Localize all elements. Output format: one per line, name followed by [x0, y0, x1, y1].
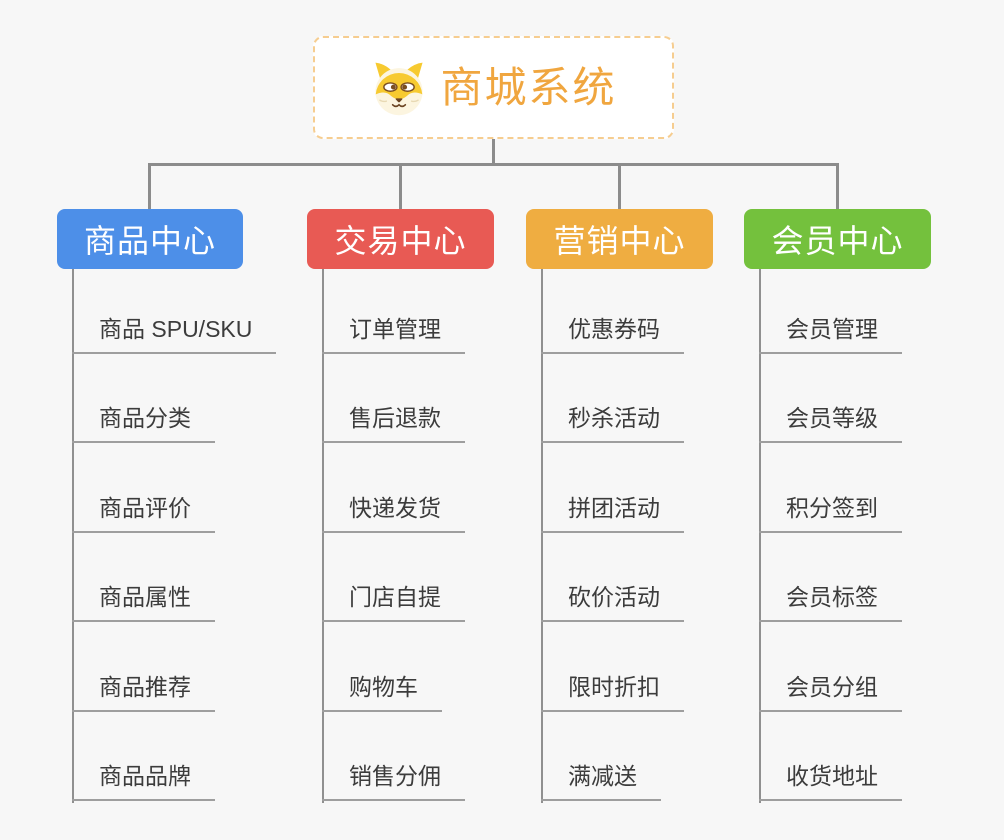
leaf-item-express-shipping[interactable]: 快递发货: [322, 495, 465, 533]
leaf-item-aftersale-refund[interactable]: 售后退款: [322, 405, 465, 443]
connector-drop-trade: [399, 165, 402, 209]
leaf-item-shopping-cart[interactable]: 购物车: [322, 674, 442, 712]
leaf-item-member-group[interactable]: 会员分组: [759, 674, 902, 712]
branch-product-center[interactable]: 商品中心: [57, 209, 243, 269]
leaf-item-spend-discount[interactable]: 满减送: [541, 763, 661, 801]
leaf-item-points-checkin[interactable]: 积分签到: [759, 495, 902, 533]
leaf-item-limited-time-discount[interactable]: 限时折扣: [541, 674, 684, 712]
leaf-item-member-management[interactable]: 会员管理: [759, 316, 902, 354]
branch-member-center[interactable]: 会员中心: [744, 209, 931, 269]
leaf-item-member-level[interactable]: 会员等级: [759, 405, 902, 443]
connector-drop-member: [836, 165, 839, 209]
leaf-item-sales-commission[interactable]: 销售分佣: [322, 763, 465, 801]
leaf-item-bargain-activity[interactable]: 砍价活动: [541, 584, 684, 622]
trunk-marketing: [541, 269, 543, 803]
root-title: 商城系统: [440, 63, 617, 111]
trunk-trade: [322, 269, 324, 803]
dog-face-icon: [370, 59, 428, 117]
connector-drop-marketing: [618, 165, 621, 209]
leaf-item-product-brand[interactable]: 商品品牌: [72, 763, 215, 801]
leaf-item-store-pickup[interactable]: 门店自提: [322, 584, 465, 622]
leaf-item-group-buy[interactable]: 拼团活动: [541, 495, 684, 533]
leaf-item-coupon-code[interactable]: 优惠券码: [541, 316, 684, 354]
leaf-item-product-attribute[interactable]: 商品属性: [72, 584, 215, 622]
root-node-mall-system[interactable]: 商城系统: [313, 36, 674, 139]
leaf-item-flash-sale[interactable]: 秒杀活动: [541, 405, 684, 443]
connector-drop-product: [148, 165, 151, 209]
leaf-item-shipping-address[interactable]: 收货地址: [759, 763, 902, 801]
leaf-item-member-tag[interactable]: 会员标签: [759, 584, 902, 622]
leaf-item-product-recommend[interactable]: 商品推荐: [72, 674, 215, 712]
connector-horizontal-bar: [148, 163, 839, 166]
trunk-member: [759, 269, 761, 803]
leaf-item-product-spu-sku[interactable]: 商品 SPU/SKU: [72, 316, 277, 354]
connector-root-stem: [492, 139, 495, 166]
leaf-item-product-review[interactable]: 商品评价: [72, 495, 215, 533]
leaf-item-product-category[interactable]: 商品分类: [72, 405, 215, 443]
branch-trade-center[interactable]: 交易中心: [307, 209, 494, 269]
leaf-item-order-management[interactable]: 订单管理: [322, 316, 465, 354]
trunk-product: [72, 269, 74, 803]
branch-marketing-center[interactable]: 营销中心: [526, 209, 713, 269]
